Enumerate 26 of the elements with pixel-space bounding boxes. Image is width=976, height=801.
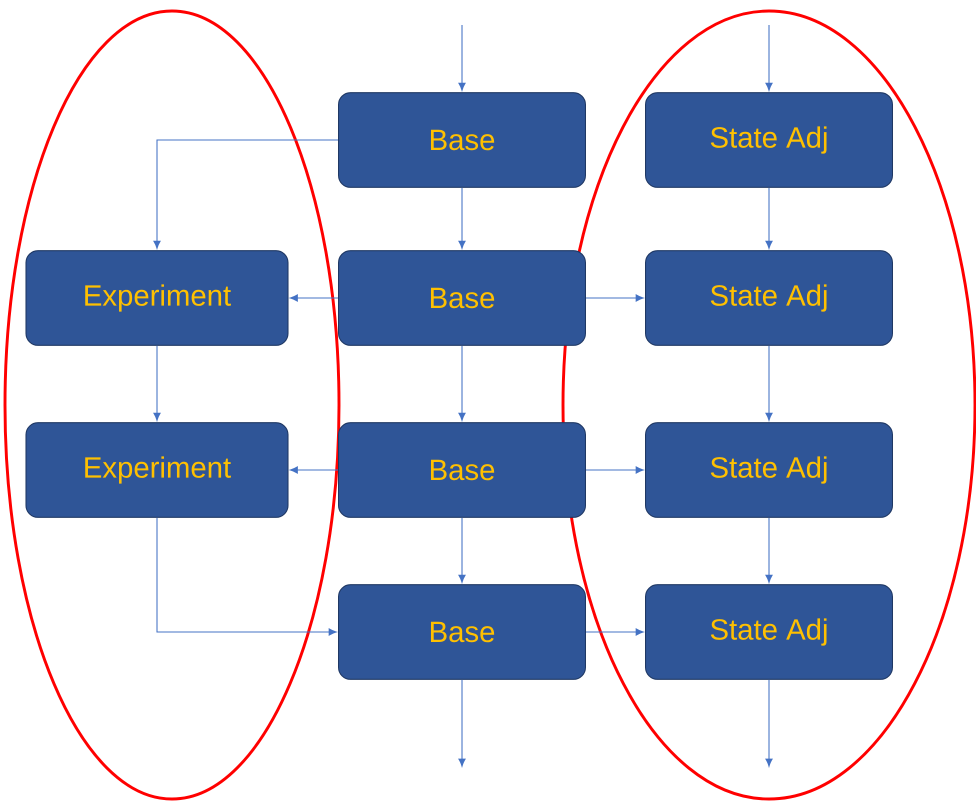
process-box: State Adj (645, 584, 893, 680)
process-box: Base (338, 250, 586, 346)
arrow (765, 25, 773, 91)
arrow (458, 680, 466, 767)
arrow (458, 25, 466, 91)
process-box: Base (338, 584, 586, 680)
arrow (153, 139, 338, 249)
process-box: State Adj (645, 250, 893, 346)
arrow (156, 518, 337, 636)
process-box: Experiment (25, 422, 289, 518)
arrow (458, 346, 466, 421)
process-box: Base (338, 422, 586, 518)
arrow (586, 294, 644, 302)
arrow (586, 466, 644, 474)
arrow (765, 680, 773, 767)
arrow (765, 188, 773, 249)
arrow (458, 188, 466, 249)
process-box: Base (338, 92, 586, 188)
process-box: State Adj (645, 422, 893, 518)
arrow (153, 346, 161, 421)
process-box: State Adj (645, 92, 893, 188)
process-box: Experiment (25, 250, 289, 346)
arrow (765, 346, 773, 421)
arrow (765, 518, 773, 583)
arrow (458, 518, 466, 583)
arrow (290, 466, 338, 474)
